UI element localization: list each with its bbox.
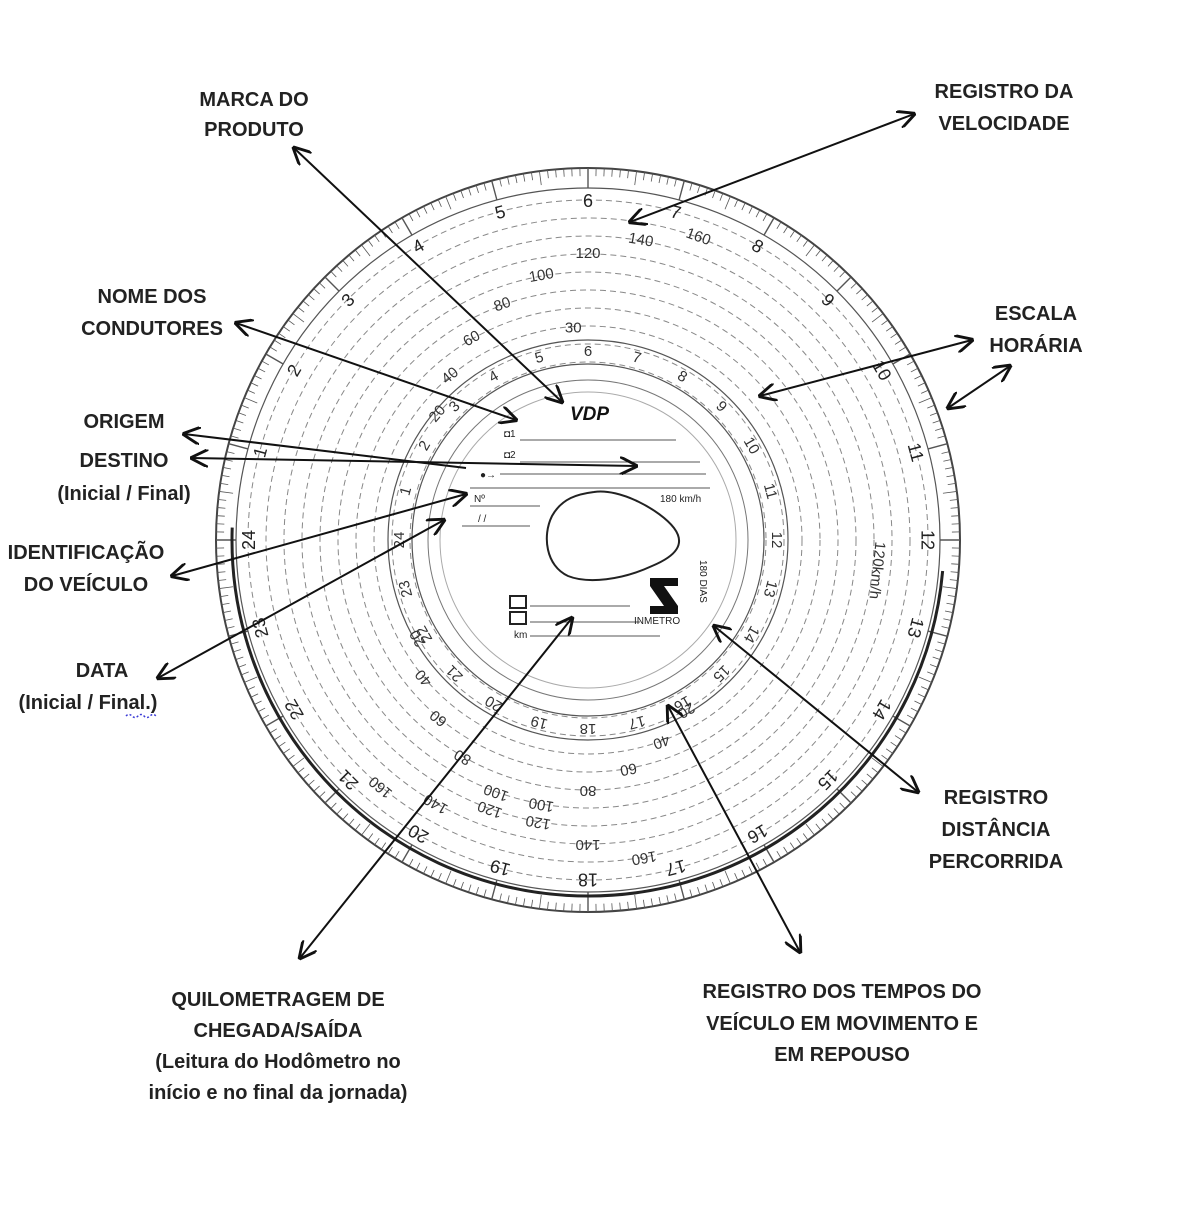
arrow-tempos bbox=[668, 706, 800, 952]
center-hole bbox=[545, 490, 680, 582]
brand-logo: VDP bbox=[570, 404, 609, 425]
spelling-underline bbox=[125, 713, 157, 719]
arrow-distancia bbox=[714, 626, 918, 792]
hour-label: 18 bbox=[578, 869, 598, 889]
label-km-2: CHEGADA/SAÍDA bbox=[194, 1019, 363, 1042]
label-km-4: início e no final da jornada) bbox=[149, 1082, 408, 1104]
hour-label: 11 bbox=[904, 441, 928, 464]
hour-label: 24 bbox=[239, 530, 259, 550]
inner-minute-label: 30 bbox=[565, 319, 582, 336]
inner-hour-label: 24 bbox=[391, 532, 408, 549]
inmetro-text: INMETRO bbox=[634, 616, 680, 627]
speed-label: 60 bbox=[619, 759, 638, 779]
hour-label: 6 bbox=[583, 191, 593, 211]
inmetro-seal: INMETRO bbox=[634, 578, 680, 627]
model-label: 120km/h bbox=[865, 541, 888, 600]
speed-label: 80 bbox=[580, 782, 597, 799]
origin-destination-icon: ●→ bbox=[480, 470, 496, 481]
arrow-data bbox=[158, 520, 444, 678]
label-nome-1: NOME DOS bbox=[98, 286, 207, 308]
label-destino: DESTINO bbox=[80, 450, 169, 472]
label-velocidade-1: REGISTRO DA bbox=[935, 81, 1074, 103]
arrow-nome bbox=[236, 323, 516, 420]
label-distancia-1: REGISTRO bbox=[944, 787, 1048, 809]
tachograph-disc: 123456789101112131415161718192021222324 … bbox=[215, 167, 961, 913]
inner-hour-label: 13 bbox=[760, 579, 781, 600]
label-tempos-1: REGISTRO DOS TEMPOS DO bbox=[703, 981, 982, 1003]
callout-labels: MARCA DO PRODUTO REGISTRO DA VELOCIDADE … bbox=[8, 81, 1083, 1104]
speed-max-label: 180 km/h bbox=[660, 494, 701, 505]
arrow-escala-outer bbox=[948, 366, 1010, 408]
hour-label: 12 bbox=[917, 530, 937, 550]
label-velocidade-2: VELOCIDADE bbox=[938, 113, 1069, 135]
inner-hour-label: 17 bbox=[627, 712, 648, 733]
driver-1-icon: ◘1 bbox=[504, 429, 516, 440]
inner-hour-label: 11 bbox=[760, 481, 780, 500]
speed-rings bbox=[247, 199, 929, 881]
speed-label: 140 bbox=[627, 230, 655, 251]
label-escala-1: ESCALA bbox=[995, 303, 1077, 325]
label-origem: ORIGEM bbox=[83, 411, 164, 433]
label-escala-2: HORÁRIA bbox=[989, 334, 1082, 357]
speed-label: 140 bbox=[575, 836, 600, 853]
label-nome-2: CONDUTORES bbox=[81, 318, 223, 340]
inner-hour-label: 6 bbox=[584, 343, 592, 360]
arrow-destino bbox=[192, 458, 636, 466]
label-distancia-2: DISTÂNCIA bbox=[942, 817, 1051, 841]
inner-hour-label: 12 bbox=[768, 532, 785, 549]
arrow-velocidade bbox=[630, 114, 914, 222]
vehicle-plate-field: Nº bbox=[474, 494, 485, 505]
speed-label: 120 bbox=[575, 245, 600, 262]
label-data: DATA bbox=[76, 660, 129, 682]
label-ident-2: DO VEÍCULO bbox=[24, 573, 148, 596]
days-label: 180 DIAS bbox=[697, 560, 708, 603]
date-field: / / bbox=[478, 514, 487, 525]
label-ident-1: IDENTIFICAÇÃO bbox=[8, 541, 165, 564]
label-km-1: QUILOMETRAGEM DE bbox=[171, 989, 384, 1011]
speed-label: 160 bbox=[630, 847, 658, 868]
driver-2-icon: ◘2 bbox=[504, 450, 516, 461]
label-data-sub: (Inicial / Final.) bbox=[19, 692, 158, 714]
unit-label: km bbox=[514, 630, 527, 641]
label-destino-sub: (Inicial / Final) bbox=[57, 483, 190, 505]
inner-hour-label: 18 bbox=[580, 720, 597, 737]
arrow-escala-inner bbox=[760, 340, 972, 396]
arrow-quilometragem bbox=[300, 618, 572, 958]
label-distancia-3: PERCORRIDA bbox=[929, 851, 1063, 873]
label-marca-1: MARCA DO bbox=[199, 89, 308, 111]
label-tempos-2: VEÍCULO EM MOVIMENTO E bbox=[706, 1012, 978, 1035]
inner-hour-label: 10 bbox=[740, 434, 763, 457]
annotation-arrows bbox=[158, 114, 1010, 958]
label-tempos-3: EM REPOUSO bbox=[774, 1044, 910, 1066]
label-km-3: (Leitura do Hodômetro no bbox=[155, 1051, 401, 1073]
label-marca-2: PRODUTO bbox=[204, 119, 304, 141]
